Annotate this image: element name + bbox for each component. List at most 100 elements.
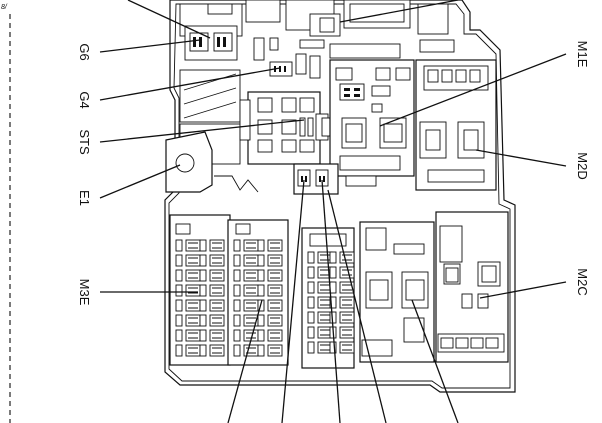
label-m3e: M3E xyxy=(77,279,92,306)
leader-m1e xyxy=(379,53,567,127)
fuse xyxy=(209,254,225,267)
fuse-slot xyxy=(233,299,241,312)
fuse-slot xyxy=(257,269,265,282)
fuse xyxy=(267,284,283,297)
sts-relay-block xyxy=(239,91,331,165)
fuse-slot xyxy=(175,239,183,252)
e1-ground-area xyxy=(165,131,213,193)
fuse xyxy=(267,314,283,327)
fuse-slot xyxy=(257,284,265,297)
fuse-slot xyxy=(307,266,315,279)
fuse-slot xyxy=(233,314,241,327)
fuse xyxy=(267,344,283,357)
fuse xyxy=(243,284,259,297)
lower-right-relay-area xyxy=(359,221,435,363)
fuse-slot xyxy=(175,344,183,357)
fuse-slot xyxy=(307,296,315,309)
fuse xyxy=(185,329,201,342)
label-e1: E1 xyxy=(77,190,92,206)
fuse-slot xyxy=(199,239,207,252)
label-g6: G6 xyxy=(77,43,92,60)
leader-lines xyxy=(99,0,567,423)
label-g4: G4 xyxy=(77,91,92,108)
leader-top-left xyxy=(127,0,211,39)
leader-m2d xyxy=(475,149,567,167)
fuse xyxy=(267,239,283,252)
leader-e1 xyxy=(99,164,181,199)
leader-bottom-2 xyxy=(281,179,305,423)
fuse xyxy=(185,314,201,327)
fuse xyxy=(339,311,355,324)
fuse xyxy=(185,254,201,267)
fuse-slot xyxy=(175,329,183,342)
fuse-slot xyxy=(233,284,241,297)
fuse-slot xyxy=(329,296,337,309)
fuse-slot xyxy=(175,284,183,297)
fuse xyxy=(267,329,283,342)
fuse-rows-center xyxy=(307,251,355,354)
fuse-slot xyxy=(199,314,207,327)
fuse-slot xyxy=(307,326,315,339)
m2d-relay-area xyxy=(415,59,497,191)
fuse-slot xyxy=(199,299,207,312)
fuse xyxy=(185,269,201,282)
fuse-slot xyxy=(175,254,183,267)
leader-bottom-4 xyxy=(327,189,387,423)
fuse-slot xyxy=(233,344,241,357)
fuse-slot xyxy=(307,341,315,354)
fuse-rows-left xyxy=(175,239,283,357)
fuse xyxy=(339,341,355,354)
upper-center-block xyxy=(285,0,455,59)
fuse-slot xyxy=(233,239,241,252)
fuse xyxy=(267,299,283,312)
leader-sts xyxy=(99,119,305,143)
fuse xyxy=(339,251,355,264)
leader-bottom-1 xyxy=(227,299,263,423)
fuse-slot xyxy=(233,329,241,342)
fuse xyxy=(209,314,225,327)
fuse xyxy=(209,284,225,297)
label-m2c: M2C xyxy=(575,268,590,295)
leader-top-right xyxy=(339,0,459,23)
center-fuse-pair xyxy=(214,163,377,195)
fuse xyxy=(243,299,259,312)
fuse-slot xyxy=(199,344,207,357)
fuse xyxy=(209,269,225,282)
fuse-slot xyxy=(257,344,265,357)
leader-bottom-5 xyxy=(411,299,459,423)
label-m1e: M1E xyxy=(575,41,590,68)
fuse-slot xyxy=(233,254,241,267)
fuse xyxy=(339,326,355,339)
fuse xyxy=(209,329,225,342)
leader-g6 xyxy=(99,39,201,53)
fuse-slot xyxy=(175,299,183,312)
fuse-slot xyxy=(199,284,207,297)
fuse-slot xyxy=(257,314,265,327)
fuse-slot xyxy=(199,269,207,282)
fuse-slot xyxy=(307,251,315,264)
fuse xyxy=(209,344,225,357)
fuse xyxy=(339,281,355,294)
fuse-slot xyxy=(307,311,315,324)
label-m2d: M2D xyxy=(575,152,590,179)
fuse xyxy=(267,269,283,282)
fuse-slot xyxy=(329,251,337,264)
fuse xyxy=(185,239,201,252)
fuse-slot xyxy=(329,266,337,279)
fuse-slot xyxy=(199,254,207,267)
fuse xyxy=(267,254,283,267)
leader-g4 xyxy=(99,67,281,101)
fuse xyxy=(209,299,225,312)
fuse-slot xyxy=(199,329,207,342)
fuse-slot xyxy=(233,269,241,282)
m1e-relay-area xyxy=(329,59,415,177)
fuse xyxy=(185,299,201,312)
leader-bottom-3 xyxy=(321,179,341,423)
label-sts: STS xyxy=(77,129,92,155)
fuse-slot xyxy=(329,281,337,294)
fuse xyxy=(209,239,225,252)
fuse-slot xyxy=(175,269,183,282)
fuse xyxy=(243,344,259,357)
fuse-slot xyxy=(329,341,337,354)
